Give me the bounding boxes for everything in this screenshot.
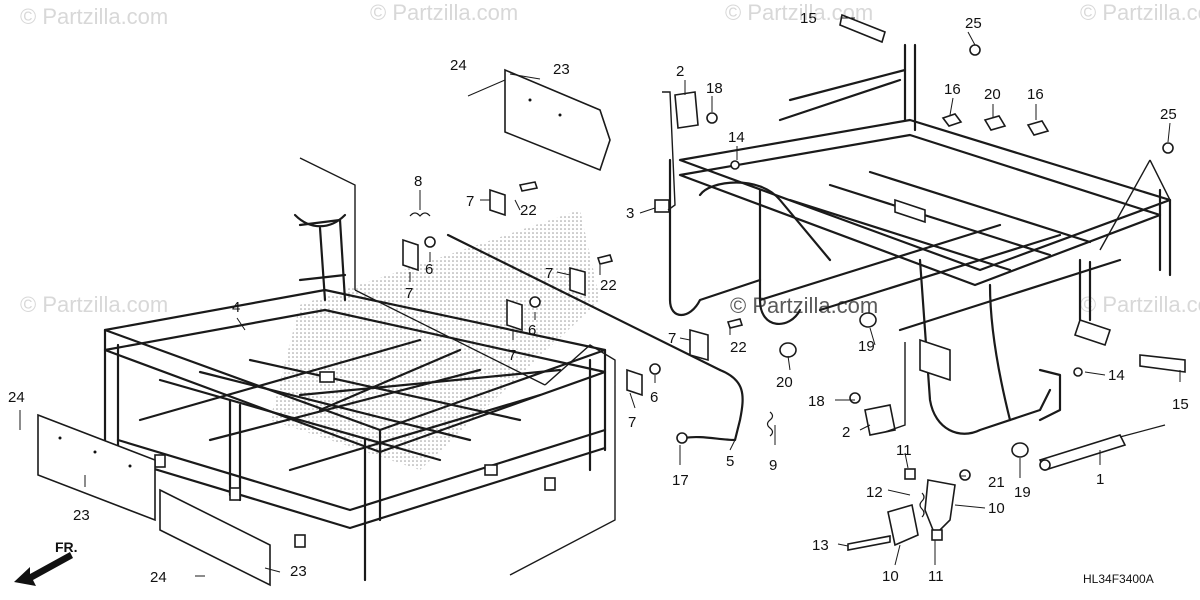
watermark-text: © Partzilla.com	[1080, 0, 1200, 25]
callout-7[interactable]: 7	[628, 414, 636, 431]
watermark-group: © Partzilla.com © Partzilla.com © Partzi…	[20, 0, 1200, 318]
callout-7[interactable]: 7	[668, 330, 676, 347]
side-panel-top	[504, 68, 611, 172]
callout-18[interactable]: 18	[808, 393, 825, 410]
front-direction-label: FR.	[55, 539, 78, 555]
callout-15[interactable]: 15	[1172, 396, 1189, 413]
watermark-text: © Partzilla.com	[370, 0, 518, 25]
left-frame-assembly	[103, 213, 607, 582]
callout-11[interactable]: 11	[928, 568, 944, 585]
callout-2[interactable]: 2	[676, 63, 684, 80]
callout-16[interactable]: 16	[1027, 86, 1044, 103]
callout-14[interactable]: 14	[728, 129, 745, 146]
callout-23[interactable]: 23	[553, 61, 570, 78]
side-panel-bottom	[159, 488, 271, 587]
callout-22[interactable]: 22	[730, 339, 747, 356]
right-frame-assembly	[668, 43, 1172, 435]
callout-24[interactable]: 24	[150, 569, 167, 586]
callout-16[interactable]: 16	[944, 81, 961, 98]
clip-hardware	[402, 181, 774, 444]
callout-10[interactable]: 10	[882, 568, 899, 585]
front-arrow-icon	[14, 552, 73, 586]
watermark-text: © Partzilla.com	[20, 292, 168, 317]
callout-7[interactable]: 7	[405, 285, 413, 302]
watermark-text: © Partzilla.com	[730, 293, 878, 318]
callout-11[interactable]: 11	[896, 442, 912, 459]
callout-6[interactable]: 6	[425, 261, 433, 278]
callout-1[interactable]: 1	[1096, 471, 1104, 488]
callout-8[interactable]: 8	[414, 173, 422, 190]
diagram-code: HL34F3400A	[1083, 572, 1154, 586]
watermark-text: © Partzilla.com	[20, 4, 168, 29]
callout-13[interactable]: 13	[812, 537, 829, 554]
callout-22[interactable]: 22	[520, 202, 537, 219]
callout-25[interactable]: 25	[1160, 106, 1177, 123]
callout-2[interactable]: 2	[842, 424, 850, 441]
callout-6[interactable]: 6	[650, 389, 658, 406]
callout-7[interactable]: 7	[545, 265, 553, 282]
callout-7[interactable]: 7	[466, 193, 474, 210]
callout-9[interactable]: 9	[769, 457, 777, 474]
callout-20[interactable]: 20	[984, 86, 1001, 103]
bracket-lines	[299, 91, 1171, 576]
callout-19[interactable]: 19	[1014, 484, 1031, 501]
callout-24[interactable]: 24	[450, 57, 467, 74]
callout-5[interactable]: 5	[726, 453, 734, 470]
rod-part-5	[446, 233, 744, 442]
callout-labels: 15 25 2 18 14 3 16 20 16 25 24 23 8 7 22…	[8, 10, 1189, 586]
callout-23[interactable]: 23	[73, 507, 90, 524]
callout-18[interactable]: 18	[706, 80, 723, 97]
callout-6[interactable]: 6	[528, 322, 536, 339]
callout-7[interactable]: 7	[508, 347, 516, 364]
callout-24[interactable]: 24	[8, 389, 25, 406]
callout-22[interactable]: 22	[600, 277, 617, 294]
callout-4[interactable]: 4	[232, 299, 240, 316]
callout-12[interactable]: 12	[866, 484, 883, 501]
callout-19[interactable]: 19	[858, 338, 875, 355]
right-hardware	[654, 13, 1186, 551]
leader-lines	[19, 17, 1181, 577]
side-panel-lower-left	[37, 413, 156, 522]
callout-14[interactable]: 14	[1108, 367, 1125, 384]
watermark-text: © Partzilla.com	[1080, 292, 1200, 317]
callout-20[interactable]: 20	[776, 374, 793, 391]
callout-17[interactable]: 17	[672, 472, 689, 489]
callout-23[interactable]: 23	[290, 563, 307, 580]
callout-25[interactable]: 25	[965, 15, 982, 32]
callout-21[interactable]: 21	[988, 474, 1005, 491]
floor-plate-shading	[270, 210, 600, 470]
front-direction-indicator: FR.	[14, 539, 78, 586]
callout-15[interactable]: 15	[800, 10, 817, 27]
callout-10[interactable]: 10	[988, 500, 1005, 517]
callout-3[interactable]: 3	[626, 205, 634, 222]
